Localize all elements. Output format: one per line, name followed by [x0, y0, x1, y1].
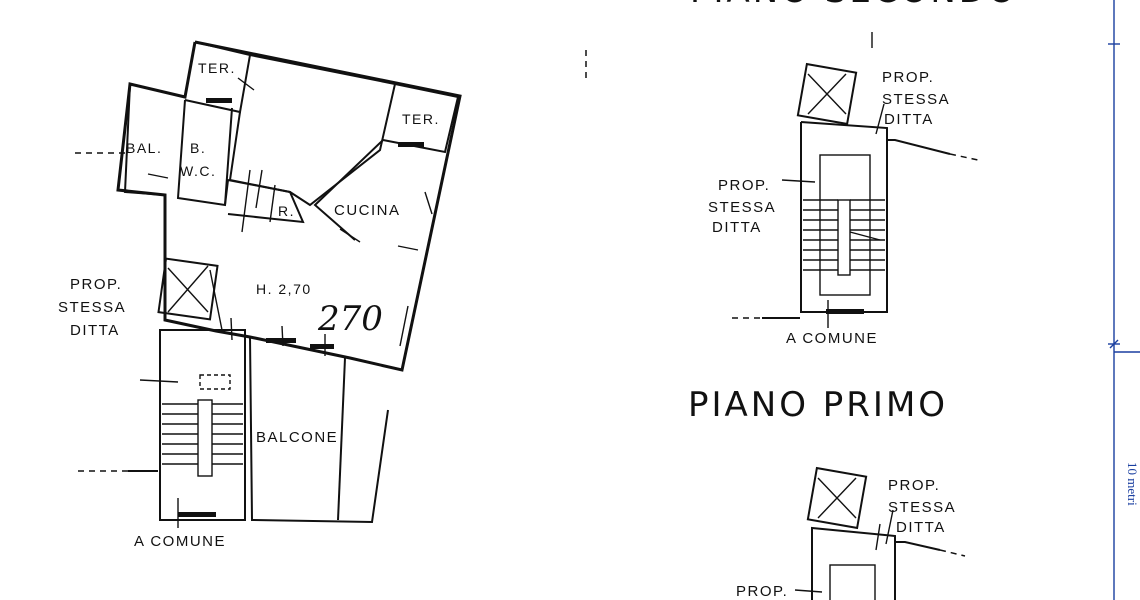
kitchen-wall [313, 139, 384, 241]
label-balcone: BALCONE [256, 429, 338, 446]
stair-inner [829, 564, 876, 600]
boundary-line [949, 153, 979, 161]
stair-inner [819, 154, 871, 296]
stair-well [800, 121, 888, 313]
door-tick [269, 184, 276, 223]
label-wc: W.C. [180, 163, 216, 179]
label-prop-primo-side: PROP. [736, 583, 788, 600]
dim-tick [875, 523, 881, 551]
stair-core [197, 399, 213, 477]
balcony-small-wall [123, 83, 166, 196]
outer-wall [116, 40, 462, 372]
stair-entrance-mark [178, 512, 216, 517]
dim-tick [875, 103, 885, 135]
piano-primo-plan [794, 466, 966, 600]
door-tick [424, 191, 433, 215]
bathroom-wall [176, 99, 233, 207]
boundary-line [939, 549, 966, 557]
label-prop-left-2: STESSA [58, 299, 126, 316]
window-mark [266, 338, 296, 343]
label-bal: BAL. [126, 140, 162, 156]
stair-treads [162, 403, 243, 465]
label-prop-left-3: DITTA [70, 322, 120, 339]
title-piano-primo: PIANO PRIMO [688, 385, 948, 425]
label-ter-top: TER. [198, 60, 236, 76]
door-tick [255, 169, 263, 209]
label-prop-left-1: PROP. [70, 276, 122, 293]
door-tick [399, 305, 409, 347]
elevator-shaft [806, 466, 868, 530]
stair-well [811, 526, 896, 600]
window-mark [206, 98, 232, 103]
scale-bar [1108, 0, 1140, 600]
elevator-cross [817, 477, 857, 519]
label-prop-top-3: DITTA [884, 111, 934, 128]
label-prop-primo-2: STESSA [888, 499, 956, 516]
balcone-divider [337, 357, 346, 521]
label-prop-side-1: PROP. [718, 177, 770, 194]
dim-tick [139, 379, 179, 383]
label-a-comune-left: A COMUNE [134, 533, 226, 550]
kitchen-door [339, 228, 361, 243]
balcone-wall [249, 336, 389, 524]
label-height: H. 2,70 [256, 281, 312, 297]
label-prop-side-3: DITTA [712, 219, 762, 236]
stair-treads [803, 199, 885, 271]
label-prop-side-2: STESSA [708, 199, 776, 216]
door-tick [241, 169, 251, 233]
scale-label: 10 metri [1125, 462, 1140, 506]
window-mark [398, 142, 424, 147]
title-piano-secondo: PIANO SECONDO [690, 0, 1018, 11]
stair-well [159, 329, 246, 521]
label-prop-top-2: STESSA [882, 91, 950, 108]
label-ter-right: TER. [402, 111, 440, 127]
door-tick [281, 325, 284, 347]
label-prop-primo-3: DITTA [896, 519, 946, 536]
elevator-shaft [157, 257, 219, 321]
piano-secondo-plan [732, 32, 979, 328]
door-tick [237, 77, 255, 91]
dim-tick [794, 589, 823, 593]
door-tick [147, 173, 169, 179]
label-r: R. [278, 203, 295, 219]
label-bath: B. [190, 140, 206, 156]
stair-arrow [849, 231, 881, 241]
label-a-comune-right: A COMUNE [786, 330, 878, 347]
elevator-side [209, 269, 223, 331]
label-cucina: CUCINA [334, 202, 401, 219]
boundary-wall [887, 139, 951, 155]
storage-wall [224, 178, 305, 224]
apartment-plan [75, 40, 462, 528]
boundary-wall [895, 541, 941, 551]
door-tick [397, 245, 419, 251]
elevator-cross [807, 73, 847, 115]
dim-tick [885, 509, 894, 545]
label-prop-primo-1: PROP. [888, 477, 940, 494]
dim-tick [781, 179, 816, 183]
elevator-cross [167, 265, 209, 313]
stair-dashed-box [199, 374, 231, 390]
label-prop-top-1: PROP. [882, 69, 934, 86]
label-handwritten-height: 270 [317, 299, 383, 339]
window-mark [310, 344, 334, 349]
elevator-shaft [796, 62, 858, 126]
stair-core [837, 199, 851, 276]
stair-entrance-mark [826, 309, 864, 314]
